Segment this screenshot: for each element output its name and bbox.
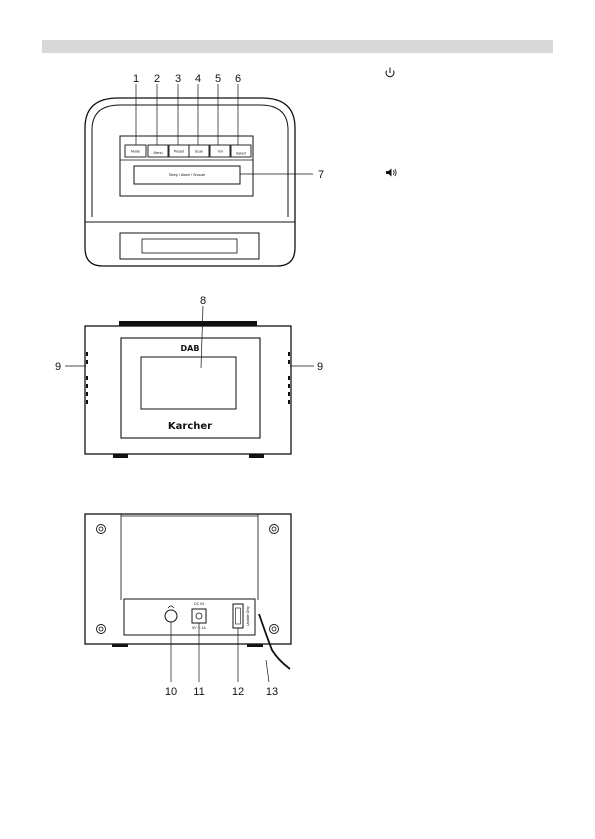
screw-bottom-right	[270, 625, 279, 634]
button-menu-label: Menu	[154, 151, 163, 155]
rear-view-leaders	[171, 622, 269, 682]
front-view-leaders	[65, 306, 314, 368]
callout-4: 4	[195, 73, 201, 85]
usb-label: Update Only	[246, 606, 250, 626]
button-volume-up[interactable]: Vol	[210, 145, 230, 157]
callout-7: 7	[318, 169, 324, 181]
button-select[interactable]: Select	[231, 145, 251, 157]
headphone-icon	[168, 606, 174, 608]
snooze-bar[interactable]: Sleep / Alarm / Snooze	[134, 166, 240, 184]
button-scan-down[interactable]: Scan	[189, 145, 209, 157]
front-view-top-ridge	[119, 321, 257, 326]
front-display	[141, 357, 236, 409]
brand-logo: Karcher	[168, 421, 212, 432]
button-mode[interactable]: Mode	[125, 145, 146, 157]
button-menu[interactable]: Menu	[148, 145, 168, 157]
rear-foot-right	[247, 644, 263, 647]
leader-13	[266, 660, 269, 682]
snooze-bar-label: Sleep / Alarm / Snooze	[169, 173, 206, 177]
headphone-jack[interactable]	[165, 606, 177, 622]
callout-1: 1	[133, 73, 139, 85]
antenna-cable	[259, 614, 290, 669]
button-scan-label: Scan	[195, 150, 203, 154]
rear-view-housing	[85, 514, 291, 644]
front-foot-left	[113, 454, 128, 458]
callout-2: 2	[154, 73, 160, 85]
rear-foot-left	[112, 644, 128, 647]
callout-3: 3	[175, 73, 181, 85]
screw-bottom-left	[97, 625, 106, 634]
callout-5: 5	[215, 73, 221, 85]
top-view-window	[120, 233, 259, 259]
screw-top-right	[270, 525, 279, 534]
button-select-label: Select	[236, 152, 246, 156]
speaker-grille-left	[86, 352, 88, 404]
button-preset[interactable]: Preset	[169, 145, 189, 157]
callout-8: 8	[200, 295, 206, 307]
callout-13: 13	[266, 686, 278, 698]
button-vol-label: Vol	[218, 150, 223, 154]
callout-9-left: 9	[55, 361, 61, 373]
dab-logo: DAB	[181, 344, 200, 353]
callout-9-right: 9	[317, 361, 323, 373]
callout-11: 11	[193, 686, 204, 698]
usb-port[interactable]	[233, 604, 243, 628]
callout-10: 10	[165, 686, 177, 698]
power-icon	[386, 68, 394, 77]
front-foot-right	[249, 454, 264, 458]
top-view-window-inner	[142, 239, 237, 253]
top-view-inner-lid	[92, 105, 288, 217]
top-view: Mode Menu Preset Scan Vol Select	[85, 73, 324, 266]
front-view: DAB Karcher 8 9 9	[55, 295, 323, 458]
speaker-icon	[386, 169, 396, 177]
dc-in-port[interactable]	[192, 609, 206, 623]
button-preset-label: Preset	[174, 150, 184, 154]
rear-view: DC IN 5V ⎓ 1A Update Only 10 11 12	[85, 514, 291, 698]
screw-top-left	[97, 525, 106, 534]
speaker-grille-right	[288, 352, 290, 404]
button-mode-label: Mode	[131, 150, 140, 154]
dc-in-label: DC IN	[194, 602, 204, 606]
leader-8	[201, 306, 203, 368]
callout-12: 12	[232, 686, 244, 698]
callout-6: 6	[235, 73, 241, 85]
